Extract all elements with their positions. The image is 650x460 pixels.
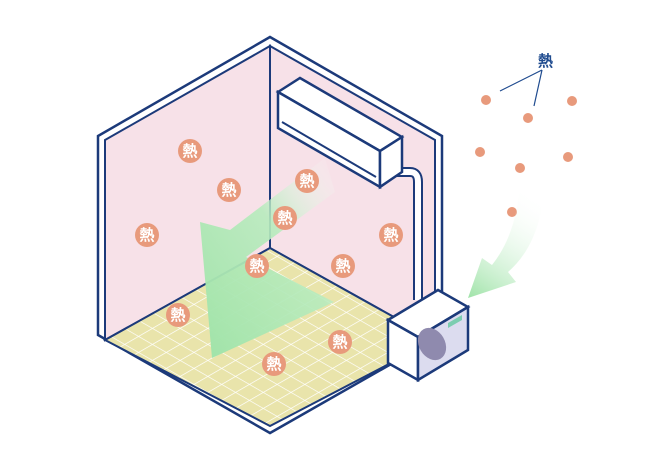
heat-marker: 熱	[379, 223, 403, 247]
indoor-ac-unit	[275, 76, 405, 190]
heat-marker: 熱	[135, 223, 159, 247]
heat-marker: 熱	[217, 178, 241, 202]
heat-circle	[273, 206, 297, 230]
heat-circle	[262, 352, 286, 376]
heat-circle	[295, 169, 319, 193]
heat-char: 熱	[249, 257, 264, 275]
outside-heat-dots	[475, 95, 577, 217]
heat-char: 熱	[266, 355, 281, 373]
fan-icon	[417, 327, 447, 361]
heat-char: 熱	[277, 209, 292, 227]
vent	[448, 315, 462, 328]
outside-heat-label: 熱	[538, 52, 553, 70]
heat-marker: 熱	[295, 169, 319, 193]
heat-release-arrow	[468, 170, 545, 298]
heat-char: 熱	[335, 257, 350, 275]
heat-char: 熱	[383, 226, 398, 244]
label-pointer-lines	[499, 69, 543, 107]
heat-marker: 熱	[262, 352, 286, 376]
heat-circle	[328, 330, 352, 354]
heat-char: 熱	[182, 142, 197, 160]
heat-char: 熱	[139, 226, 154, 244]
heat-marker: 熱	[328, 330, 352, 354]
heat-circle	[379, 223, 403, 247]
heat-char: 熱	[299, 172, 314, 190]
heat-marker: 熱	[331, 254, 355, 278]
heat-circle	[178, 139, 202, 163]
room-heat-circles: 熱熱熱熱熱熱熱熱熱熱熱	[135, 139, 403, 376]
heat-circle	[217, 178, 241, 202]
heat-char: 熱	[170, 306, 185, 324]
heat-char: 熱	[332, 333, 347, 351]
heat-char: 熱	[221, 181, 236, 199]
heat-marker: 熱	[273, 206, 297, 230]
heat-circle	[245, 254, 269, 278]
heat-circle	[331, 254, 355, 278]
heat-marker: 熱	[166, 303, 190, 327]
heat-circle	[135, 223, 159, 247]
cool-air-arrow	[200, 158, 335, 358]
heat-circle	[166, 303, 190, 327]
outdoor-ac-unit	[385, 288, 471, 383]
heat-marker: 熱	[245, 254, 269, 278]
heat-marker: 熱	[178, 139, 202, 163]
